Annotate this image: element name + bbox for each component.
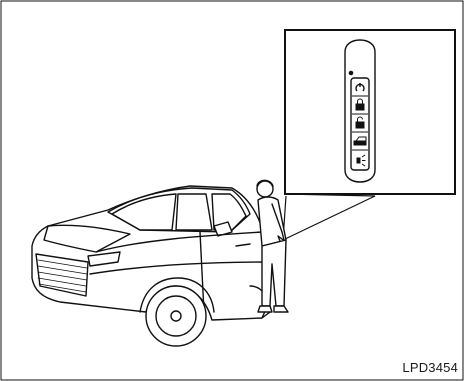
person-shoe-left <box>258 306 272 312</box>
car-front-hub <box>171 311 181 321</box>
car-illustration <box>32 186 270 346</box>
key-fob-indicator <box>349 71 352 74</box>
key-fob-inset <box>285 30 455 194</box>
figure-code-label: LPD3454 <box>402 360 458 375</box>
person-legs <box>262 240 286 306</box>
person-shoe-right <box>274 306 288 312</box>
callout-lines <box>283 194 375 240</box>
car-side-window-front <box>176 194 212 230</box>
person-illustration <box>257 180 288 312</box>
person-head <box>257 181 273 197</box>
